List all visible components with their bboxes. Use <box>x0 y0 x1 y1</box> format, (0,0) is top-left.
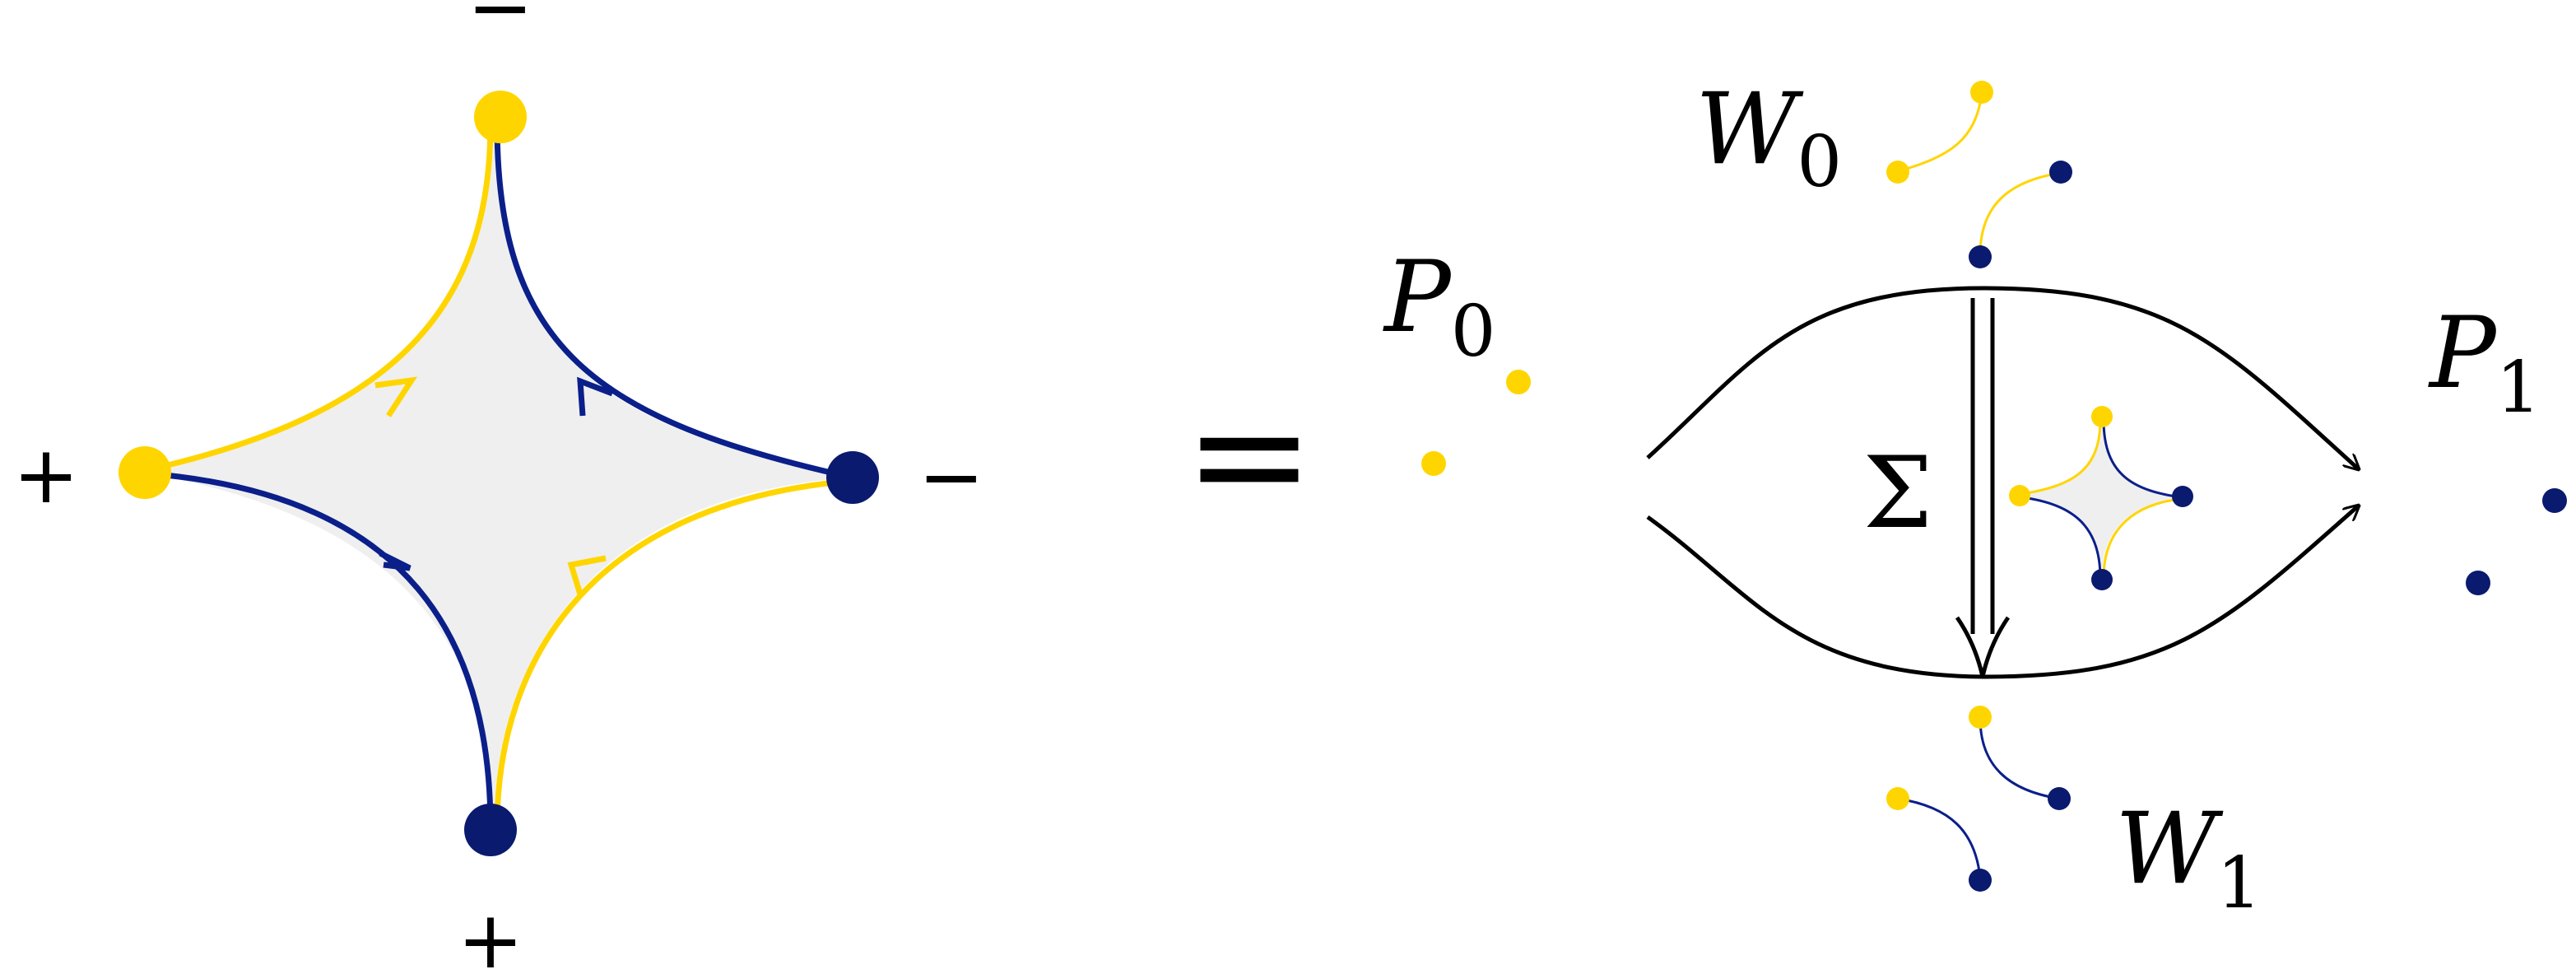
small-vertex-left-yellow <box>2009 485 2030 506</box>
sign-top: − <box>467 0 533 54</box>
small-edge-top-left <box>2020 419 2102 496</box>
p0-dot-yellow-2 <box>1421 451 1446 476</box>
edge-top-left-yellow <box>146 123 494 473</box>
label-p1: P1 <box>2428 296 2541 429</box>
w0-strip-2-start <box>1969 245 1992 268</box>
small-vertex-right-navy <box>2172 486 2193 507</box>
vertex-left-yellow <box>119 446 171 499</box>
left-polygon-diagram: − + − + <box>13 0 984 974</box>
w1-strip-2-start <box>1886 787 1909 810</box>
w0-strip-2-end <box>2049 161 2072 184</box>
p1-dot-navy-1 <box>2542 488 2567 513</box>
w1-strips <box>1886 706 2071 892</box>
label-w1-sub: 1 <box>2216 842 2262 925</box>
vertex-right-navy <box>826 451 879 504</box>
w1-strip-2-end <box>1969 869 1992 892</box>
p0-dot-yellow-1 <box>1506 370 1531 394</box>
vertex-top-yellow <box>474 91 527 143</box>
arrow-top-left-icon <box>374 376 418 417</box>
label-p0-sub: 0 <box>1451 291 1496 373</box>
edge-bottom-left-navy <box>146 470 494 828</box>
small-edge-bottom-left <box>2020 496 2102 579</box>
edge-top-right-navy <box>494 123 853 481</box>
small-vertex-top-yellow <box>2091 406 2113 427</box>
label-w0: W0 <box>1695 72 1842 203</box>
sign-right: − <box>918 431 984 523</box>
polygon-fill <box>146 119 853 827</box>
small-polygon-inset <box>2009 406 2193 590</box>
arrow-bottom-left-icon <box>379 550 412 571</box>
p1-dot-navy-2 <box>2466 571 2490 595</box>
w0-strips <box>1886 81 2072 268</box>
right-moduli-diagram: P0 P1 Σ W0 <box>1383 72 2567 925</box>
upper-path <box>1646 286 2359 469</box>
sign-left: + <box>13 429 79 521</box>
w1-strip-1-end <box>2048 787 2071 810</box>
equals-sign: = <box>1183 364 1314 546</box>
vertex-bottom-navy <box>464 804 517 856</box>
label-p1-sub: 1 <box>2496 347 2541 429</box>
label-w1: W1 <box>2115 792 2262 925</box>
small-vertex-bottom-navy <box>2091 569 2113 590</box>
w0-strip-2 <box>1978 171 2062 256</box>
label-p0: P0 <box>1383 240 1495 373</box>
w1-strip-1-start <box>1969 706 1992 729</box>
w0-strip-1 <box>1897 93 1983 173</box>
small-polygon-fill <box>2021 418 2181 578</box>
label-sigma: Σ <box>1863 436 1933 551</box>
small-edge-top-right <box>2102 419 2182 499</box>
sign-bottom: + <box>458 894 523 974</box>
edge-bottom-right-yellow <box>494 478 853 828</box>
w0-strip-1-end <box>1970 81 1993 104</box>
w0-strip-1-start <box>1886 161 1909 184</box>
w1-strip-1 <box>1978 717 2060 800</box>
small-edge-bottom-right <box>2102 497 2182 579</box>
w1-strip-2 <box>1897 797 1982 878</box>
arrow-bottom-right-icon <box>567 555 607 596</box>
double-arrow-head <box>1955 616 2011 678</box>
arrow-top-right-icon <box>577 376 614 417</box>
label-w0-sub: 0 <box>1797 121 1842 203</box>
lower-path <box>1646 506 2359 679</box>
